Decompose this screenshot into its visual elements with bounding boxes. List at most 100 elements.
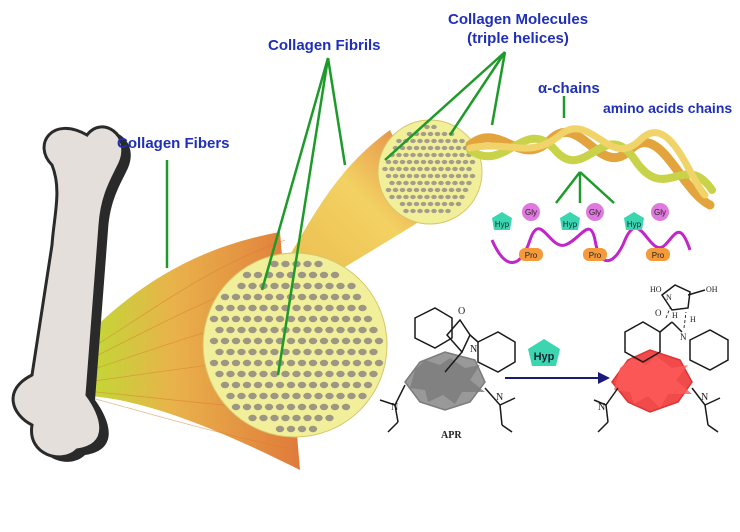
fibril-dot [308, 381, 318, 389]
fibril-dot [438, 194, 444, 200]
residue-hyp-1: Hyp [492, 212, 512, 230]
fibril-dot [231, 359, 241, 367]
product-h-label-1: H [672, 311, 678, 320]
fibril-dot [369, 326, 378, 334]
fibril-dot [242, 337, 252, 345]
fibril-dot [292, 414, 301, 422]
apr-probe-structure [379, 307, 516, 433]
reaction-arrow [505, 372, 610, 384]
fibril-dot [455, 201, 462, 207]
hyp-label: Hyp [627, 220, 642, 229]
fibril-dot [445, 138, 451, 144]
fibril-dot [396, 166, 402, 172]
fibril-dot [297, 359, 307, 367]
fibril-dot [281, 260, 290, 268]
fibril-dot [248, 282, 257, 290]
fibril-dot [314, 260, 323, 268]
fibril-dot [308, 359, 318, 367]
fibril-dot [231, 337, 241, 345]
fibril-dot [410, 166, 416, 172]
fibril-dot [452, 166, 458, 172]
fibril-dot [281, 348, 290, 356]
fibril-dot [434, 159, 441, 165]
fibril-dot [462, 173, 469, 179]
fibril-dot [330, 337, 340, 345]
fibril-dot [336, 370, 345, 378]
fibril-dot [358, 348, 367, 356]
fibril-dot [248, 326, 257, 334]
fibril-dot [424, 138, 430, 144]
fibril-dot [325, 370, 334, 378]
fibril-dot [248, 392, 257, 400]
fibril-dot [448, 159, 455, 165]
fibril-dot [303, 348, 312, 356]
fibril-dot [248, 348, 257, 356]
fibril-dot [410, 152, 416, 158]
residue-hyp-2: Hyp [560, 212, 580, 230]
fibril-dot [466, 180, 472, 186]
fibril-dot [303, 282, 312, 290]
fibril-dot [374, 337, 384, 345]
fibril-dot [319, 293, 329, 301]
fibril-dot [281, 282, 290, 290]
fibril-dot [448, 201, 455, 207]
apr-label: APR [441, 430, 462, 441]
fibril-dot [281, 370, 290, 378]
fibril-dot [363, 337, 373, 345]
fibril-dot [389, 180, 395, 186]
fibril-dot [319, 381, 329, 389]
fibril-dot [341, 359, 351, 367]
fibril-dot [441, 173, 448, 179]
fibril-dot [406, 173, 413, 179]
fibril-dot [259, 326, 268, 334]
fibril-dot [459, 180, 465, 186]
fibril-dot [445, 180, 451, 186]
residue-pro-1: Pro [519, 248, 543, 261]
fibril-dot [403, 166, 409, 172]
product-nitrogen-label: N [680, 332, 687, 342]
fibril-dot [413, 159, 420, 165]
fibril-dot [270, 392, 279, 400]
fibril-dot [308, 271, 318, 279]
fibril-dot [434, 201, 441, 207]
amino-acid-chain: Hyp Gly Pro Hyp Gly Pro Hyp Gly [490, 203, 692, 264]
fibril-dot [270, 348, 279, 356]
fibril-dot [420, 159, 427, 165]
fibril-dot [385, 187, 392, 193]
fibril-dot [431, 208, 437, 214]
fibril-dot [209, 359, 219, 367]
fibril-dot [253, 403, 263, 411]
fibril-dot [286, 381, 296, 389]
fibril-dot [413, 187, 420, 193]
fibril-dot [431, 152, 437, 158]
fibril-dot [231, 293, 241, 301]
fibril-dot [406, 159, 413, 165]
fibril-dot [427, 173, 434, 179]
fibril-dot [341, 337, 351, 345]
fibril-dot [314, 414, 323, 422]
fibril-dot [237, 304, 246, 312]
fibril-dot [226, 326, 235, 334]
gly-label: Gly [654, 208, 666, 217]
fibril-dot [292, 392, 301, 400]
fibril-dot [363, 381, 373, 389]
fibril-dot [396, 194, 402, 200]
product-nitrogen-left: N [598, 402, 605, 413]
fibril-dot [410, 194, 416, 200]
fibril-dot [347, 348, 356, 356]
fibril-dot [341, 315, 351, 323]
residue-gly-3: Gly [651, 203, 669, 221]
fibril-dot [406, 145, 413, 151]
gly-label: Gly [525, 208, 537, 217]
fibril-dot [420, 145, 427, 151]
fibril-dot [220, 381, 230, 389]
fibril-dot [434, 145, 441, 151]
fibril-dot [264, 337, 274, 345]
fibril-dot [292, 370, 301, 378]
fibril-dot [462, 187, 469, 193]
fibril-dot [303, 326, 312, 334]
fibril-dot [330, 271, 340, 279]
fibril-dot [248, 414, 257, 422]
fibril-dot [445, 166, 451, 172]
fibril-dot [325, 348, 334, 356]
